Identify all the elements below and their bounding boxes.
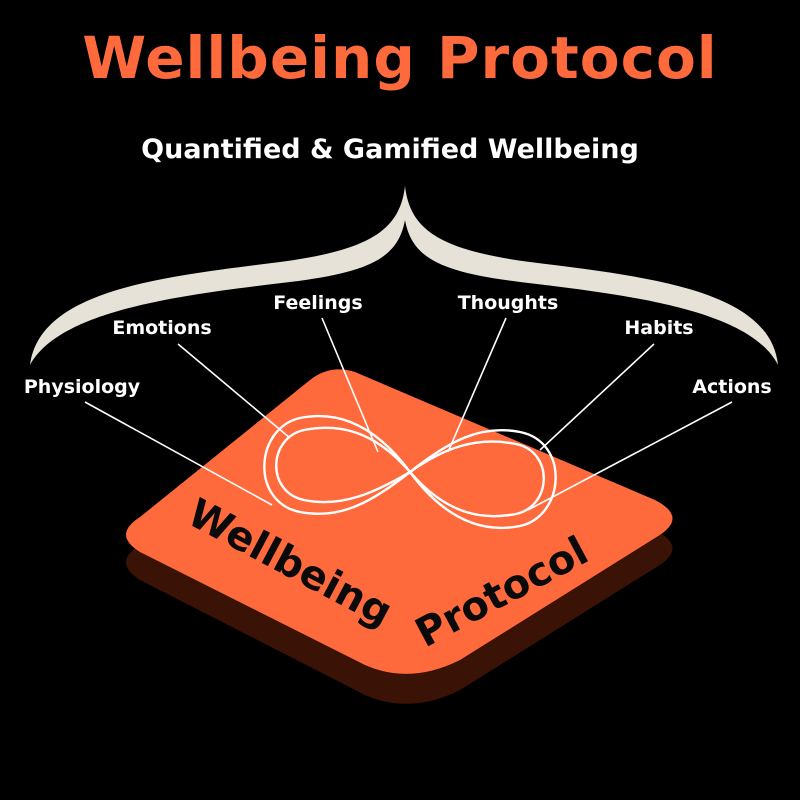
label-habits: Habits [624,317,694,339]
label-actions: Actions [692,376,772,398]
protocol-tile [126,369,673,674]
label-thoughts: Thoughts [457,292,559,314]
connector-emotions [177,343,291,439]
page-title: Wellbeing Protocol [82,24,718,92]
connector-physiology [84,401,273,506]
page-subtitle: Quantified & Gamified Wellbeing [141,134,639,165]
label-physiology: Physiology [23,376,141,398]
connector-lines [84,317,733,511]
connector-habits [539,343,655,451]
connector-thoughts [447,317,507,453]
infinity-icon [263,414,557,530]
label-feelings: Feelings [273,292,363,314]
connector-actions [527,401,733,511]
curly-brace [30,186,778,365]
connector-feelings [321,317,379,453]
label-emotions: Emotions [112,317,212,339]
